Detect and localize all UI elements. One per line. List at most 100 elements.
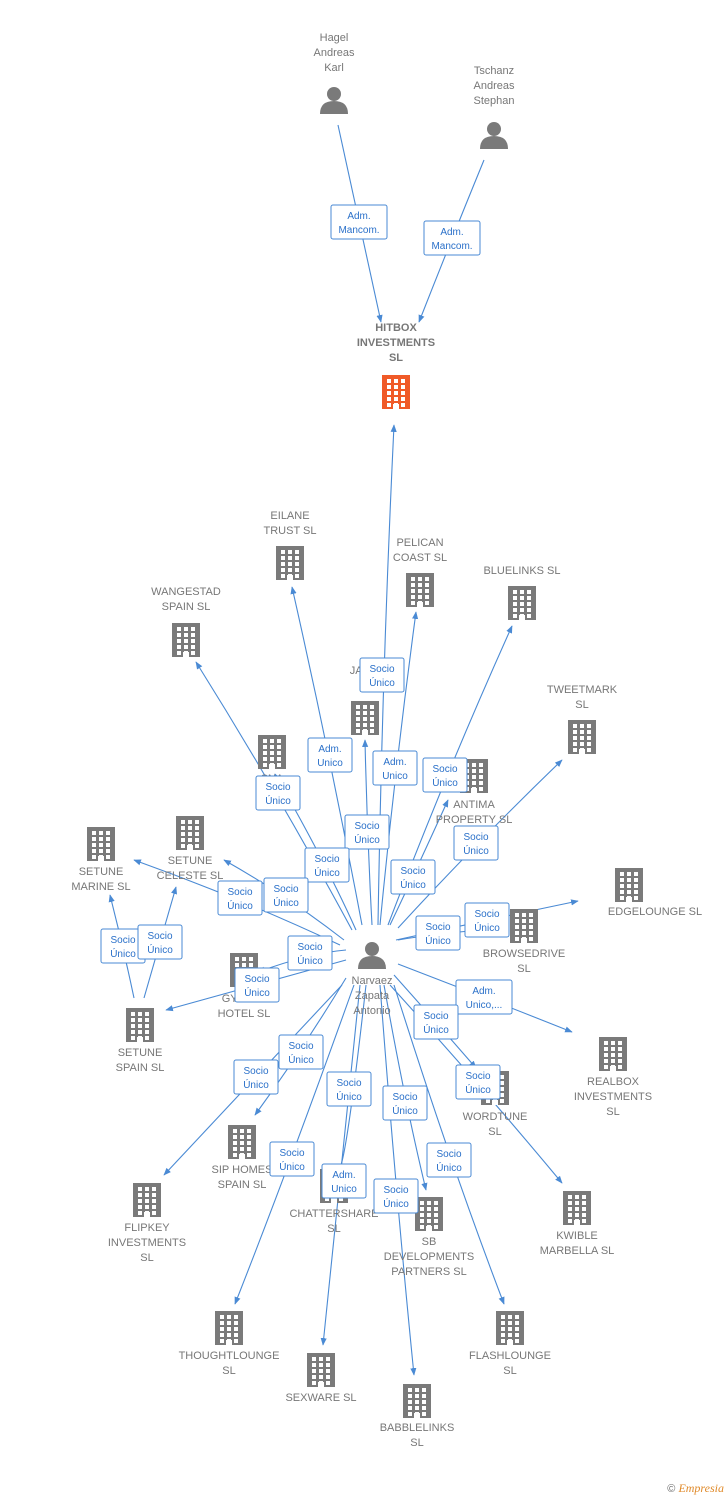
node-label: Karl [324, 62, 344, 74]
edge-label-box [423, 220, 481, 256]
edge-label-text: Socio [392, 1092, 417, 1103]
node-label: Stephan [474, 95, 515, 107]
node-label: FLIPKEY [124, 1222, 170, 1234]
node-label: Hagel [320, 32, 349, 44]
edge-label-text: Unico [382, 771, 408, 782]
node-label: Zapata [355, 990, 390, 1002]
edge-label[interactable]: Adm.Unico [321, 1163, 367, 1199]
node-label: SEXWARE SL [285, 1392, 356, 1404]
building-icon [228, 1125, 256, 1159]
edge-label-text: Mancom. [338, 225, 379, 236]
edge-label[interactable]: Adm.Unico [307, 737, 353, 773]
edge-label[interactable]: Adm.Mancom. [423, 220, 481, 256]
building-icon [126, 1008, 154, 1042]
company-node-bluelinks[interactable]: BLUELINKS SL [483, 565, 561, 620]
brand-logo[interactable]: Empresia [678, 1481, 724, 1495]
person-icon [480, 122, 508, 149]
edge-label-box [304, 847, 350, 883]
edge-label-text: Socio [369, 664, 394, 675]
edge-label-text: Adm. [383, 757, 406, 768]
edge-label-box [278, 1034, 324, 1070]
node-label: Antonio [353, 1005, 390, 1017]
building-icon [258, 735, 286, 769]
building-icon [403, 1384, 431, 1418]
edge-label[interactable]: Adm. Unico [372, 750, 418, 786]
edge-label-text: Único [110, 947, 136, 960]
company-node-edgelounge[interactable]: EDGELOUNGE SL [608, 868, 702, 918]
edge-label-box [455, 979, 513, 1015]
edge-label-text: Socio [423, 1011, 448, 1022]
edge-label-text: Socio [227, 887, 252, 898]
edge-label-text: Adm. [440, 227, 463, 238]
edge-label-text: Socio [279, 1148, 304, 1159]
edge-label-text: Único [147, 943, 173, 956]
edge-label-text: Socio [288, 1041, 313, 1052]
edge-label-text: Único [244, 986, 270, 999]
edge-label[interactable]: Adm.Unico,... [455, 979, 513, 1015]
edge-label-text: Único [227, 899, 253, 912]
building-icon [415, 1197, 443, 1231]
node-label: BROWSEDRIVE [483, 948, 566, 960]
node-label: COAST SL [393, 552, 447, 564]
edge-label-text: Adm. [347, 211, 370, 222]
node-label: SL [389, 352, 403, 364]
edge-label[interactable]: Adm. Mancom. [330, 204, 388, 240]
node-label: CELESTE SL [157, 870, 224, 882]
node-label: Tschanz [474, 65, 514, 77]
edge-label-box [217, 880, 263, 916]
edge-label-text: Adm. [332, 1170, 355, 1181]
company-node-sexware[interactable]: SEXWARE SL [285, 1353, 357, 1404]
edge-label-text: Único [265, 794, 291, 807]
node-label: SIP HOMES [212, 1164, 273, 1176]
edge-label-box [373, 1178, 419, 1214]
building-icon [382, 375, 410, 409]
company-node-jabbi[interactable]: JABBIS [350, 665, 381, 735]
building-icon [599, 1037, 627, 1071]
